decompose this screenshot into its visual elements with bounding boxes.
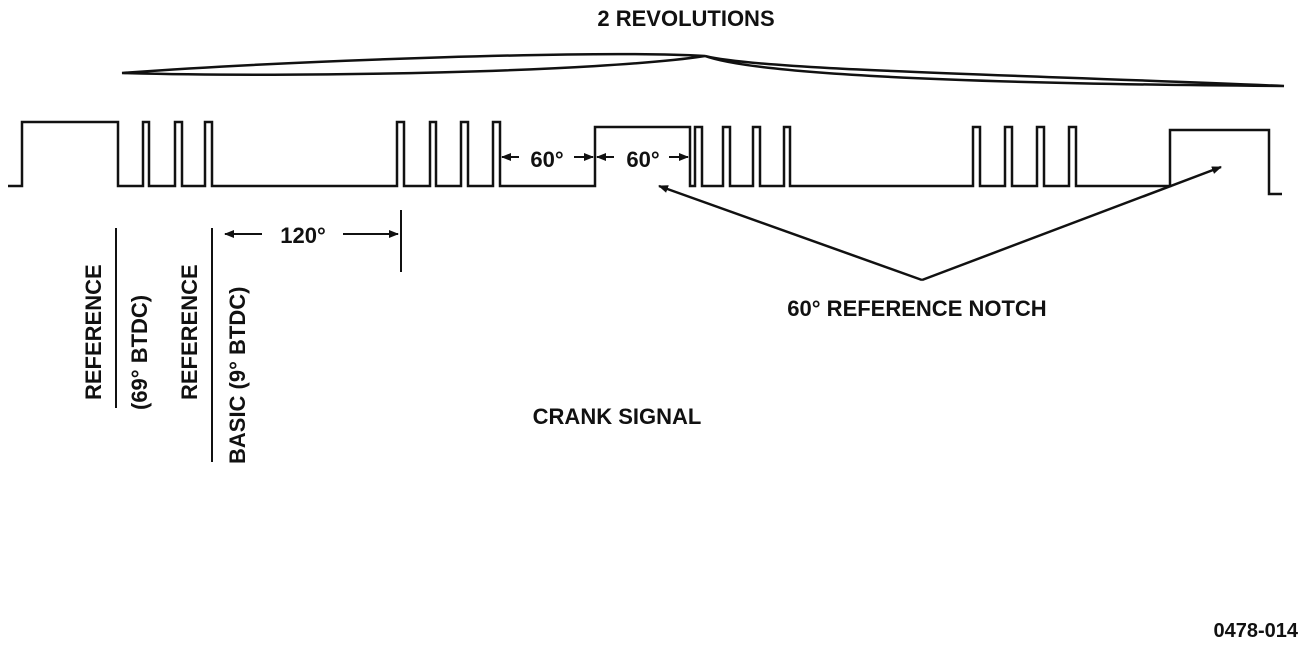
caption: CRANK SIGNAL (533, 404, 702, 429)
reference-2-top-label: REFERENCE (177, 264, 202, 400)
angle-60-label-second: 60° (626, 147, 659, 172)
reference-2-bottom-label: BASIC (9° BTDC) (225, 287, 250, 464)
reference-2-group: REFERENCE (177, 264, 202, 400)
reference-1-group: REFERENCE (81, 264, 106, 400)
title: 2 REVOLUTIONS (597, 6, 774, 31)
reference-1-bottom-group: (69° BTDC) (127, 295, 152, 410)
reference-notch-arrow-right (921, 165, 1222, 282)
reference-1-top-label: REFERENCE (81, 264, 106, 400)
reference-2-bottom-group: BASIC (9° BTDC) (225, 287, 250, 464)
reference-notch-arrow-left (658, 184, 923, 282)
figure-id: 0478-014 (1213, 620, 1298, 642)
angle-120-label: 120° (280, 223, 326, 248)
angle-60-label-first: 60° (530, 147, 563, 172)
reference-notch-label: 60° REFERENCE NOTCH (787, 296, 1046, 321)
reference-1-bottom-label: (69° BTDC) (127, 295, 152, 410)
crank-signal-waveform (8, 120, 1282, 196)
revolution-brace (121, 52, 1285, 88)
